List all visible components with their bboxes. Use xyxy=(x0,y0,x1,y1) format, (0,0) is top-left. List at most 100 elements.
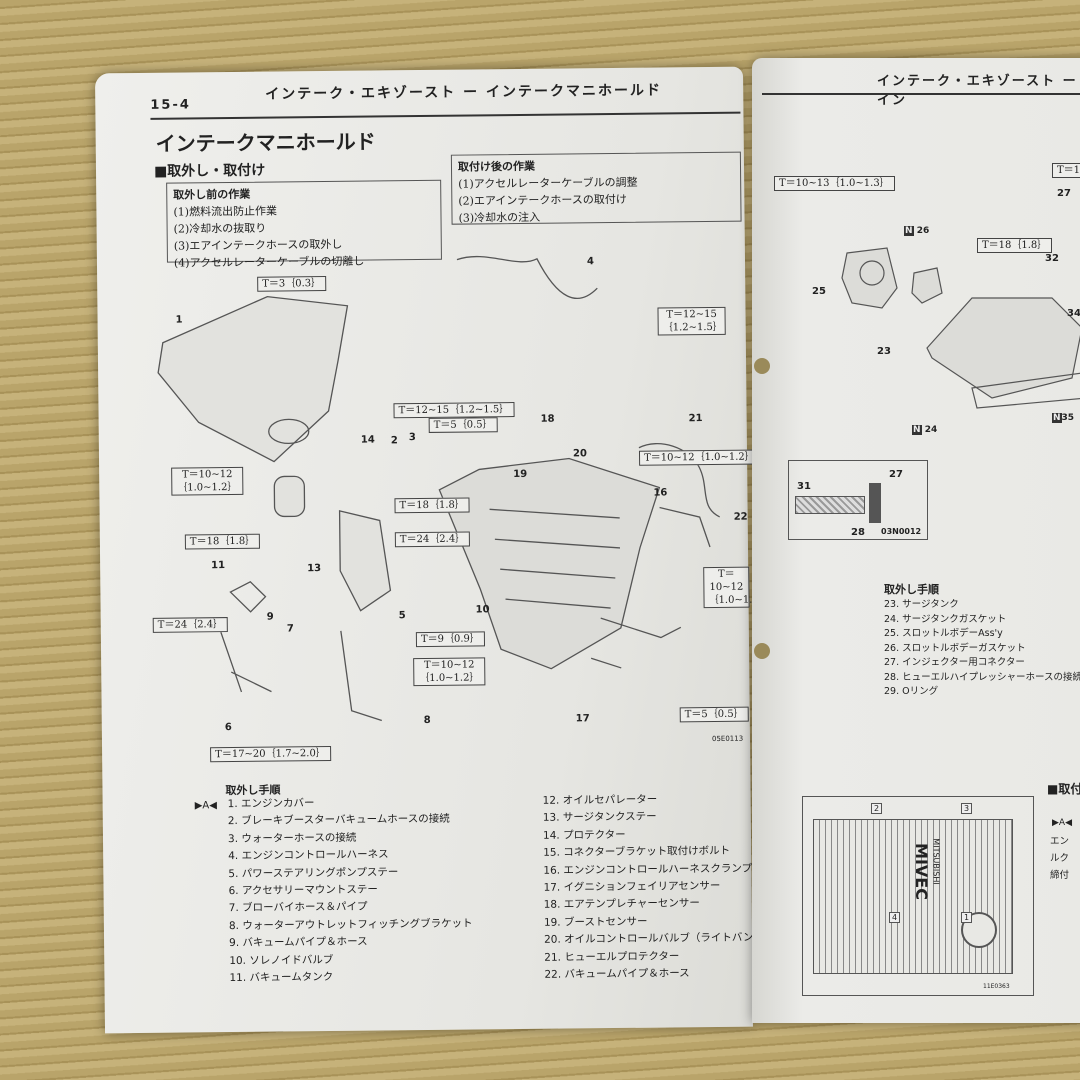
callout-number: 23 xyxy=(877,346,891,357)
throttle-body-drawing xyxy=(841,247,898,309)
new-part-icon: N xyxy=(912,425,922,435)
torque-label: T＝10~12｛1.0~1.2｝ xyxy=(703,566,769,609)
torque-label: T＝5｛0.5｝ xyxy=(428,417,498,433)
torque-label: T＝10~13｛1.0~1.3｝ xyxy=(774,176,895,191)
intake-manifold-drawing xyxy=(438,457,661,670)
install-heading: ■取付 xyxy=(1047,782,1080,796)
exploded-diagram xyxy=(157,255,720,722)
torque-label: T＝12~15｛1.2~1.5｝ xyxy=(657,306,726,336)
callout-number: 21 xyxy=(688,413,703,425)
step-item: 24. サージタンクガスケット xyxy=(884,613,1007,625)
torque-label: T＝18｛1.8｝ xyxy=(184,533,261,550)
callout-number: 9 xyxy=(266,611,274,623)
right-manual-page: インテーク・エキゾースト ー イン T＝10~13｛1.0~1.3｝ T＝18｛… xyxy=(752,58,1080,1023)
steps-column-1: 1. エンジンカバー 2. ブレーキブースターバキュームホースの接続 3. ウォ… xyxy=(228,794,474,988)
engine-cover-drawing xyxy=(157,295,349,463)
torque-label: T＝9｛0.9｝ xyxy=(415,631,485,648)
inset-drawing xyxy=(795,496,865,514)
callout-number: 3 xyxy=(408,432,416,444)
step-item: 27. インジェクター用コネクター xyxy=(884,657,1025,668)
install-line: 締付 xyxy=(1050,870,1070,881)
tightening-order-label: 2 xyxy=(871,803,883,814)
callout-number: 2 xyxy=(390,435,398,447)
inset-drawing xyxy=(869,483,881,523)
header-rule xyxy=(762,93,1080,95)
callout-number: 27 xyxy=(1057,188,1071,199)
service-marker: ▶A◀ xyxy=(1052,818,1072,828)
callout-number: 17 xyxy=(575,713,590,725)
install-line: エン xyxy=(1050,836,1070,847)
steps-list: 23. サージタンク 24. サージタンクガスケット 25. スロットルボデーA… xyxy=(884,598,1080,700)
service-marker: ▶A◀ xyxy=(194,800,217,812)
left-manual-page: 15-4 インテーク・エキゾースト ー インテークマニホールド インテークマニホ… xyxy=(94,66,775,1034)
torque-label: T＝10~12｛1.0~1.2｝ xyxy=(638,449,760,466)
engine-cover-figure: MIVEC MITSUBISHI 2 3 4 1 11E0363 xyxy=(802,796,1034,996)
callout-number: 18 xyxy=(540,413,555,425)
torque-label: T＝10~12｛1.0~1.2｝ xyxy=(171,466,244,496)
cover-code: 11E0363 xyxy=(983,983,1010,990)
install-line: ルク xyxy=(1050,853,1070,864)
step-item: 25. スロットルボデーAss'y xyxy=(884,628,1003,639)
step-item: 2. ブレーキブースターバキュームホースの接続 xyxy=(227,813,450,828)
new-part-icon: N xyxy=(1052,413,1062,423)
step-item: 8. ウォーターアウトレットフィッチングブラケット xyxy=(228,917,473,932)
step-item: 26. スロットルボデーガスケット xyxy=(884,642,1026,654)
callout-number: 20 xyxy=(572,448,587,460)
tightening-order-label: 3 xyxy=(961,803,973,814)
callout-number: 25 xyxy=(812,286,826,297)
oil-cap-drawing xyxy=(961,912,997,948)
running-header: インテーク・エキゾースト ー イン xyxy=(877,74,1078,108)
step-item: 20. オイルコントロールバルブ（ライトバンク） xyxy=(544,931,775,947)
step-item: 22. バキュームパイプ＆ホース xyxy=(544,967,690,981)
callout-number: 22 xyxy=(733,511,748,523)
callout-number: 24 xyxy=(924,425,938,435)
surge-tank-drawing xyxy=(926,297,1080,399)
step-item: 29. Oリング xyxy=(884,686,939,697)
torque-label: T＝18｛1.8｝ xyxy=(977,238,1053,253)
callout-number: 11 xyxy=(211,560,226,572)
new-part-callout: N35 xyxy=(1052,413,1074,423)
step-item: 23. サージタンク xyxy=(884,599,959,610)
cover-logo: MIVEC xyxy=(911,843,931,900)
figure-code: 05E0113 xyxy=(711,734,744,743)
callout-number: 32 xyxy=(1045,253,1059,264)
callout-number: 19 xyxy=(513,468,528,481)
torque-label: T＝3｛0.3｝ xyxy=(257,276,327,292)
tightening-order-label: 4 xyxy=(889,912,901,923)
torque-label: T＝10~12｛1.0~1.2｝ xyxy=(413,657,486,687)
callout-number: 13 xyxy=(307,563,322,575)
callout-number: 8 xyxy=(423,714,431,727)
callout-number: 5 xyxy=(398,610,406,622)
cover-brand: MITSUBISHI xyxy=(931,838,941,885)
engine-cover-drawing xyxy=(813,819,1013,974)
injector-inset: 31 27 28 03N0012 xyxy=(788,460,928,540)
callout-number: 14 xyxy=(360,434,375,446)
tightening-order-label: 1 xyxy=(961,912,973,923)
callout-number: 34 xyxy=(1067,308,1080,319)
callout-number: 31 xyxy=(797,481,811,492)
new-part-callout: N 26 xyxy=(904,226,929,236)
binder-hole xyxy=(754,643,770,659)
step-item: 16. エンジンコントロールハーネスクランプ xyxy=(543,862,753,877)
install-text: エン ルク 締付 xyxy=(1050,833,1069,884)
new-part-icon: N xyxy=(904,226,914,236)
torque-label: T＝18｛1.8｝ xyxy=(394,497,470,514)
step-item: 28. ヒューエルハイプレッシャーホースの接続 xyxy=(884,671,1080,683)
inset-code: 03N0012 xyxy=(881,527,922,536)
new-part-callout: N 24 xyxy=(912,425,937,435)
callout-number: 4 xyxy=(586,256,595,268)
callout-number: 1 xyxy=(175,314,183,326)
torque-label: T＝5｛0.5｝ xyxy=(679,706,749,723)
callout-number: 27 xyxy=(889,469,903,480)
callout-number: 35 xyxy=(1061,413,1075,423)
callout-number: 10 xyxy=(475,604,490,616)
callout-number: 26 xyxy=(916,226,930,236)
torque-label: T＝24｛2.4｝ xyxy=(152,617,229,633)
torque-label: T＝1 xyxy=(1052,163,1080,178)
torque-label: T＝17~20｛1.7~2.0｝ xyxy=(210,745,331,763)
torque-label: T＝24｛2.4｝ xyxy=(394,531,471,548)
torque-label: T＝12~15｛1.2~1.5｝ xyxy=(393,402,515,419)
throttle-manifold-diagram xyxy=(841,247,1080,409)
steps-column-2: 12. オイルセパレーター 13. サージタンクステー 14. プロテクター 1… xyxy=(543,790,775,984)
procedure-title: 取外し手順 xyxy=(884,583,939,596)
